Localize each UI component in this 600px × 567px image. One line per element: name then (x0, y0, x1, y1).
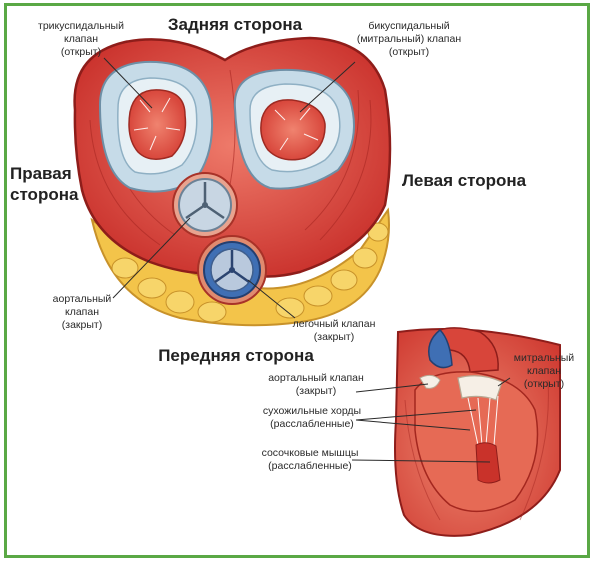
label-bicuspid-valve: бикуспидальный (митральный) клапан (откр… (356, 20, 462, 59)
label-aortic-valve: аортальный клапан (закрыт) (52, 293, 112, 332)
fat-layer (90, 207, 390, 327)
label-inset-mitral-valve: митральный клапан (открыт) (513, 352, 575, 391)
title-back-side: Задняя сторона (167, 15, 303, 34)
title-right-side: Правая сторона (10, 164, 79, 205)
aortic-valve (172, 172, 238, 238)
mitral-valve (233, 68, 355, 190)
title-front-side: Передняя сторона (158, 346, 314, 365)
inset-heart (394, 327, 561, 537)
pulmonary-valve (197, 235, 267, 305)
top-leader-lines (103, 57, 356, 319)
label-papillary-muscles: сосочковые мышцы (расслабленные) (261, 447, 359, 473)
label-chordae-tendineae: сухожильные хорды (расслабленные) (262, 405, 362, 431)
label-inset-aortic-valve: аортальный клапан (закрыт) (268, 372, 364, 398)
inset-leader-lines (351, 377, 511, 463)
label-tricuspid-valve: трикуспидальный клапан (открыт) (38, 20, 124, 59)
title-left-side: Левая сторона (402, 171, 527, 190)
tricuspid-valve (98, 60, 214, 193)
label-pulmonary-valve: легочный клапан (закрыт) (292, 318, 376, 344)
